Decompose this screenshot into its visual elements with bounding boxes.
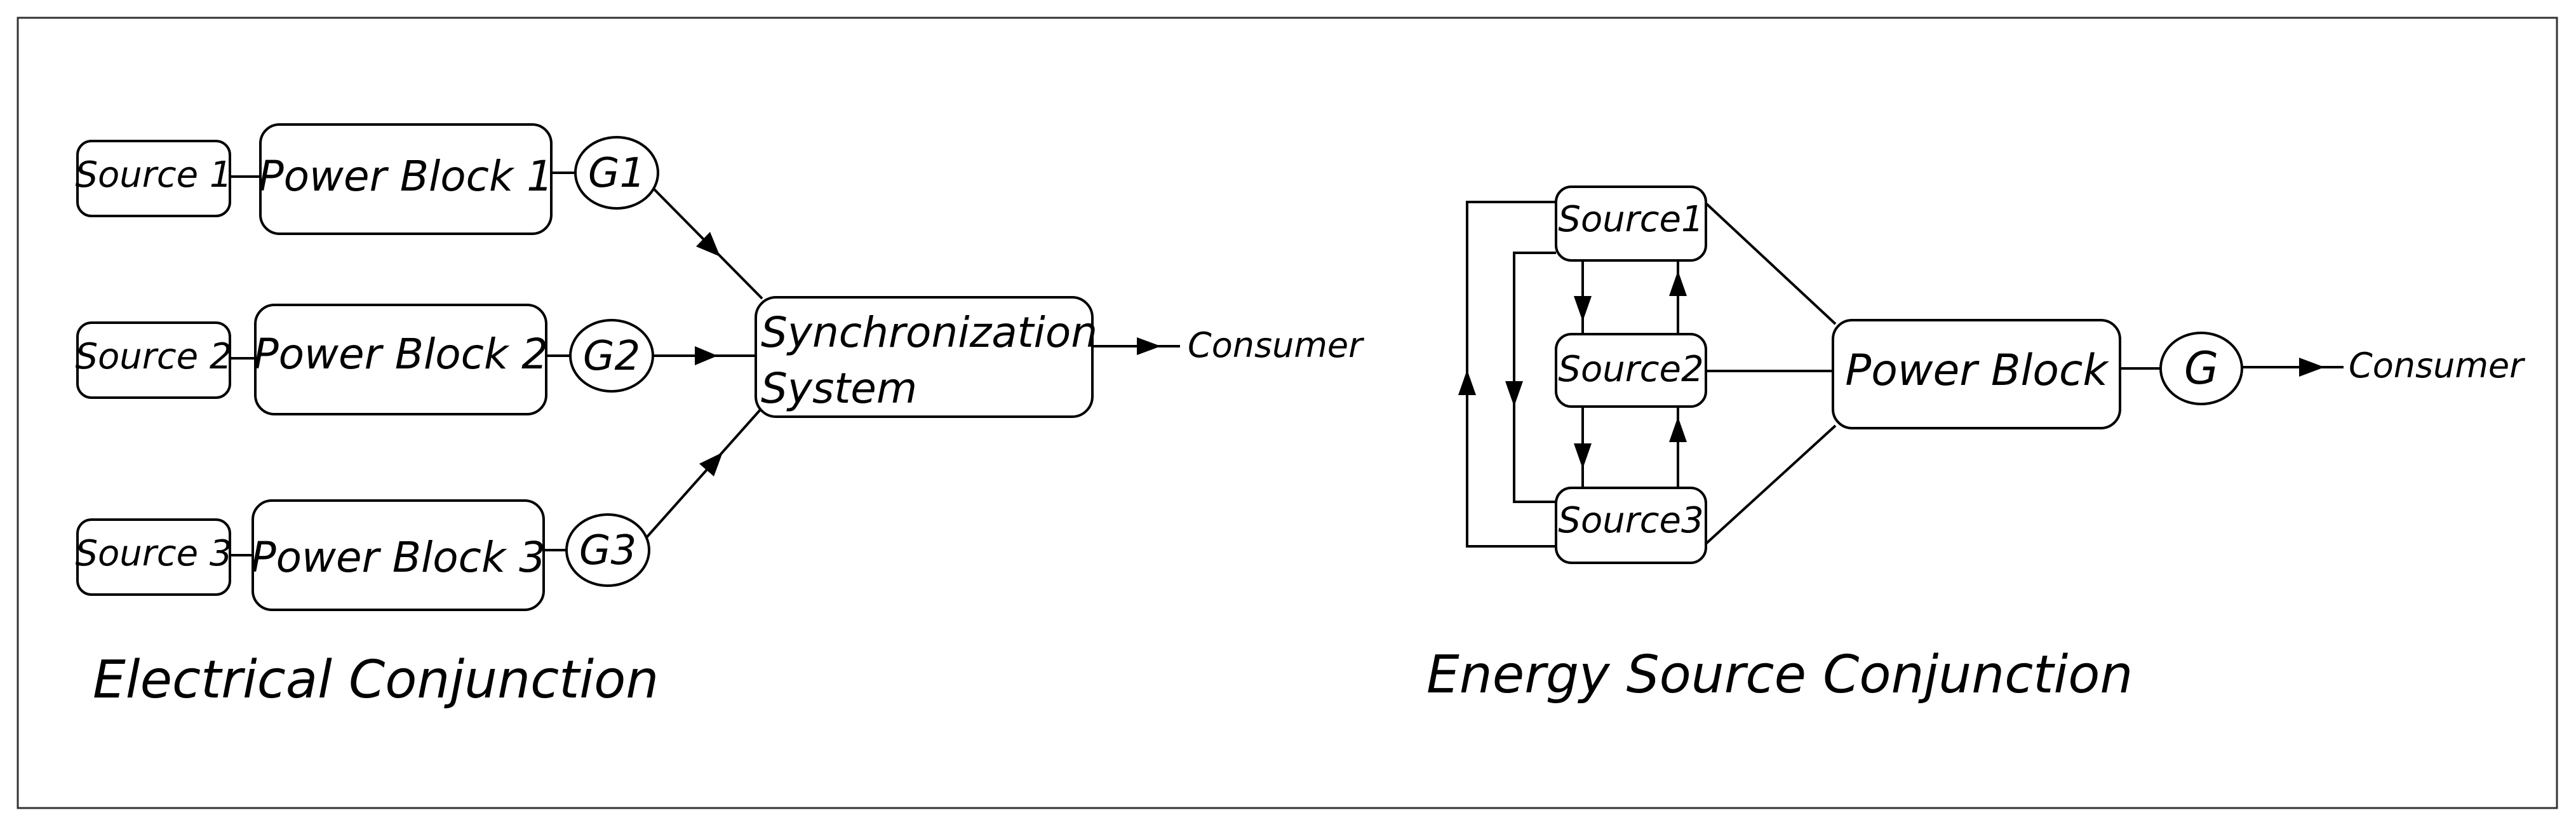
electrical-power-block-3: Power Block 3 [251,499,546,611]
energy-source-2-label: Source2 [1558,349,1703,390]
energy-source-3-label: Source3 [1558,500,1703,541]
energy-source-1-label: Source1 [1558,199,1703,240]
electrical-generator-g3: G3 [565,513,650,587]
connector-source1-powerblock [1705,202,1837,325]
electrical-source-2: Source 2 [76,321,232,399]
diagram-frame [17,17,2558,809]
arrowhead-source2-source1-up [1669,271,1687,296]
arrowhead-sync-consumer [1137,337,1161,355]
energy-generator-g: G [2159,332,2243,405]
outer-loop-arrowhead [1458,370,1476,395]
sync-system-label-line1: Synchronization [761,308,1097,357]
arrowhead-g2-sync [695,346,718,365]
generator-g2-label: G2 [583,333,640,380]
electrical-generator-g2: G2 [569,319,654,393]
synchronization-system-block: Synchronization System [755,296,1097,418]
arrowhead-source3-source2-up [1669,417,1687,442]
electrical-power-block-2-label: Power Block 2 [253,330,548,379]
energy-power-block-label: Power Block [1845,346,2109,396]
arrowhead-g-consumer [2299,358,2324,377]
arrow-g3-sync [645,408,762,539]
electrical-conjunction-panel: Source 1 Source 2 Source 3 Power Block 1… [76,123,1364,710]
generator-g-label: G [2184,342,2218,394]
electrical-source-3: Source 3 [76,518,232,596]
energy-source-2: Source2 [1555,333,1707,408]
generator-g3-label: G3 [579,527,636,574]
arrowhead-source2-source3-down [1574,443,1592,469]
electrical-power-block-2: Power Block 2 [253,304,548,415]
electrical-source-2-label: Source 2 [76,336,232,377]
electrical-power-block-1: Power Block 1 [258,123,553,235]
energy-source-conjunction-panel: Source1 Source2 Source3 Power Block G Co… [1426,185,2525,705]
arrowhead-g1-sync [696,232,720,257]
energy-source-3: Source3 [1555,487,1707,564]
electrical-generator-g1: G1 [574,136,659,210]
energy-source-conjunction-title: Energy Source Conjunction [1426,645,2133,705]
electrical-source-3-label: Source 3 [76,533,232,574]
connector-source3-powerblock [1705,424,1837,545]
electrical-conjunction-title: Electrical Conjunction [93,650,659,710]
arrowhead-g3-sync [699,452,723,476]
electrical-source-1: Source 1 [76,140,232,217]
energy-source-1: Source1 [1555,185,1707,262]
arrowhead-source1-source2-down [1574,296,1592,321]
energy-consumer-label: Consumer [2349,346,2525,386]
electrical-power-block-3-label: Power Block 3 [251,533,546,582]
inner-loop-arrowhead [1505,381,1523,407]
generator-g1-label: G1 [588,150,645,197]
sync-system-label-line2: System [761,364,917,413]
electrical-source-1-label: Source 1 [76,154,232,196]
electrical-consumer-label: Consumer [1188,325,1364,365]
energy-power-block: Power Block [1832,319,2121,429]
inner-loop-path [1513,252,1556,503]
electrical-power-block-1-label: Power Block 1 [258,152,553,201]
